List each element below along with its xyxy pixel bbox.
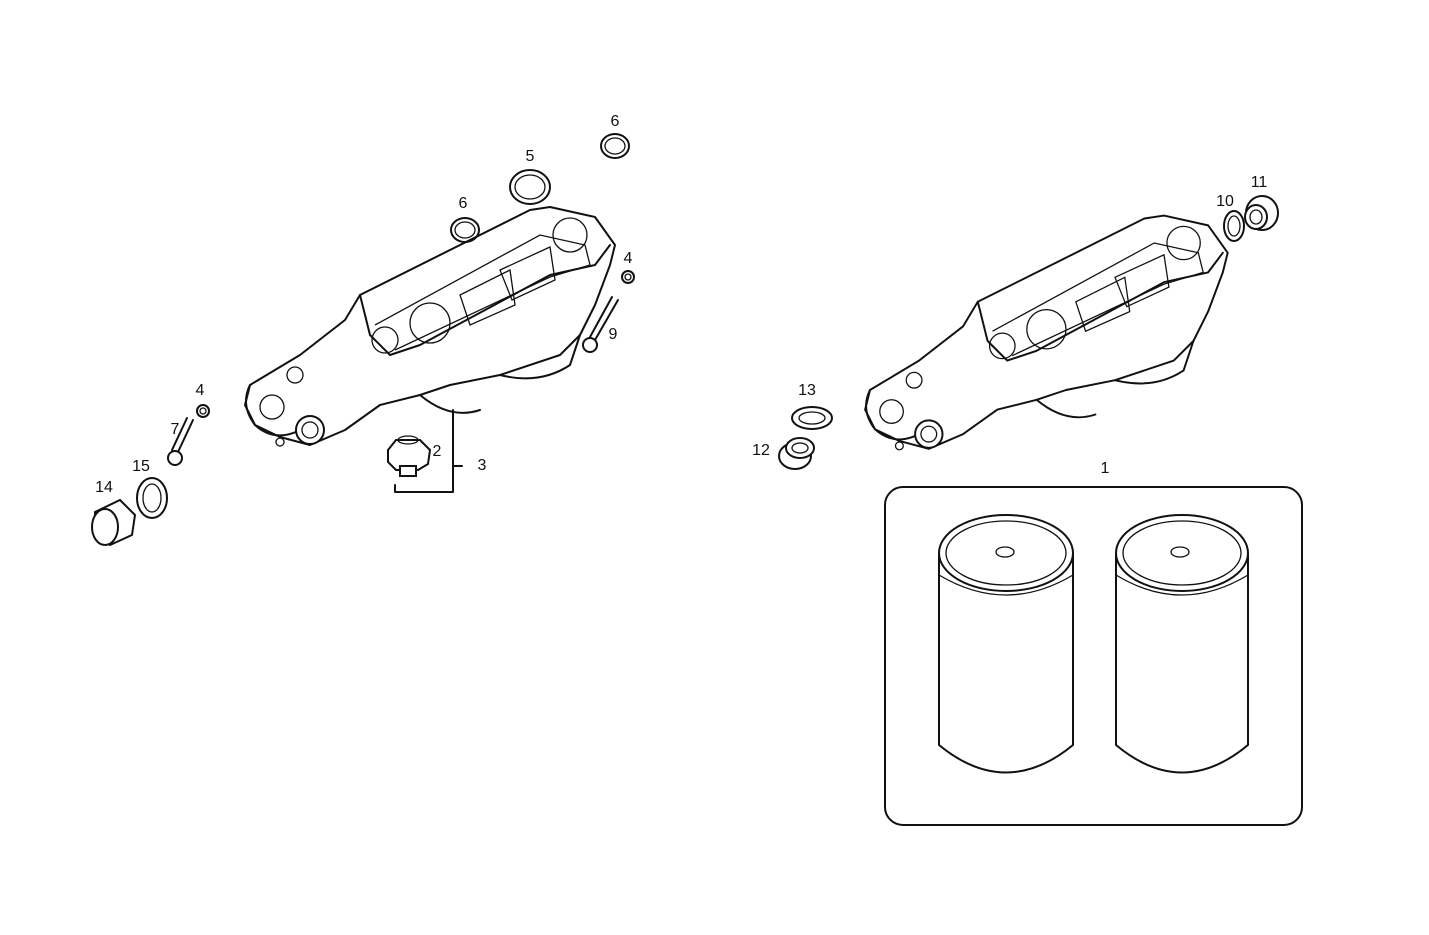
o-ring-10	[1223, 210, 1245, 242]
o-ring-5	[509, 169, 551, 205]
callout-4-right: 4	[623, 250, 633, 267]
filter-kit-box	[884, 486, 1303, 826]
bolt-7	[167, 417, 194, 466]
o-ring-15	[136, 477, 168, 519]
callout-11: 11	[1250, 174, 1268, 191]
callout-7: 7	[170, 421, 180, 438]
washer-4-right	[621, 270, 635, 284]
o-ring-13	[791, 406, 833, 430]
bracket-3	[394, 409, 463, 493]
fitting-2	[387, 435, 432, 477]
o-ring-6-top	[600, 133, 630, 159]
callout-2: 2	[432, 443, 442, 460]
plug-11	[1244, 195, 1279, 231]
plug-14	[91, 498, 137, 547]
callout-1: 1	[1100, 460, 1110, 477]
callout-14: 14	[95, 479, 113, 496]
callout-15: 15	[132, 458, 150, 475]
callout-12: 12	[752, 442, 770, 459]
callout-4-left: 4	[195, 382, 205, 399]
callout-10: 10	[1216, 193, 1234, 210]
filter-cartridge-right	[1115, 514, 1249, 774]
o-ring-6	[450, 217, 480, 243]
callout-13: 13	[798, 382, 816, 399]
housing-left	[244, 206, 616, 447]
filter-cartridge-left	[938, 514, 1074, 774]
callout-5: 5	[525, 148, 535, 165]
washer-4-left	[196, 404, 210, 418]
bolt-9	[582, 296, 619, 353]
callout-9: 9	[608, 326, 618, 343]
callout-6-top: 6	[610, 113, 620, 130]
callout-3: 3	[477, 457, 487, 474]
housing-right	[864, 214, 1229, 451]
plug-12	[778, 437, 815, 470]
callout-6: 6	[458, 195, 468, 212]
